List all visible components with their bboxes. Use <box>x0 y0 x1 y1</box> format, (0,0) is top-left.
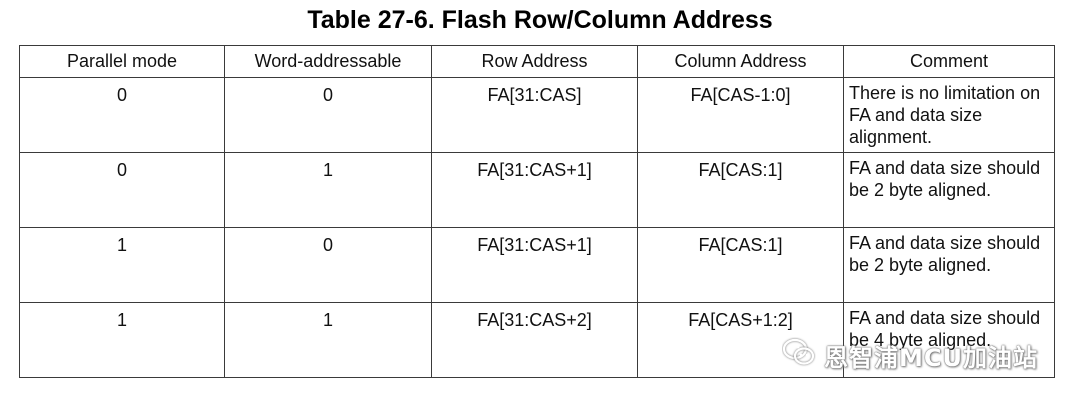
cell-word-addressable: 1 <box>224 302 432 378</box>
table-header-row: Parallel mode Word-addressable Row Addre… <box>19 45 1055 78</box>
cell-row-address: FA[31:CAS+1] <box>431 152 638 228</box>
cell-column-address: FA[CAS-1:0] <box>637 77 844 153</box>
header-word-addressable: Word-addressable <box>224 45 432 78</box>
table-row: 1 0 FA[31:CAS+1] FA[CAS:1] FA and data s… <box>19 227 1055 303</box>
cell-parallel-mode: 0 <box>19 77 225 153</box>
header-row-address: Row Address <box>431 45 638 78</box>
header-column-address: Column Address <box>637 45 844 78</box>
cell-comment: There is no limitation on FA and data si… <box>843 77 1055 153</box>
cell-word-addressable: 0 <box>224 77 432 153</box>
cell-parallel-mode: 0 <box>19 152 225 228</box>
table-row: 0 1 FA[31:CAS+1] FA[CAS:1] FA and data s… <box>19 152 1055 228</box>
cell-row-address: FA[31:CAS] <box>431 77 638 153</box>
table-row: 0 0 FA[31:CAS] FA[CAS-1:0] There is no l… <box>19 77 1055 153</box>
cell-row-address: FA[31:CAS+2] <box>431 302 638 378</box>
cell-word-addressable: 0 <box>224 227 432 303</box>
cell-comment: FA and data size should be 4 byte aligne… <box>843 302 1055 378</box>
cell-column-address: FA[CAS:1] <box>637 227 844 303</box>
cell-word-addressable: 1 <box>224 152 432 228</box>
cell-comment: FA and data size should be 2 byte aligne… <box>843 227 1055 303</box>
flash-address-table: Parallel mode Word-addressable Row Addre… <box>19 45 1055 378</box>
cell-column-address: FA[CAS:1] <box>637 152 844 228</box>
cell-parallel-mode: 1 <box>19 302 225 378</box>
cell-row-address: FA[31:CAS+1] <box>431 227 638 303</box>
cell-comment: FA and data size should be 2 byte aligne… <box>843 152 1055 228</box>
cell-parallel-mode: 1 <box>19 227 225 303</box>
header-parallel-mode: Parallel mode <box>19 45 225 78</box>
table-title: Table 27-6. Flash Row/Column Address <box>307 6 773 34</box>
cell-column-address: FA[CAS+1:2] <box>637 302 844 378</box>
header-comment: Comment <box>843 45 1055 78</box>
table-row: 1 1 FA[31:CAS+2] FA[CAS+1:2] FA and data… <box>19 302 1055 378</box>
